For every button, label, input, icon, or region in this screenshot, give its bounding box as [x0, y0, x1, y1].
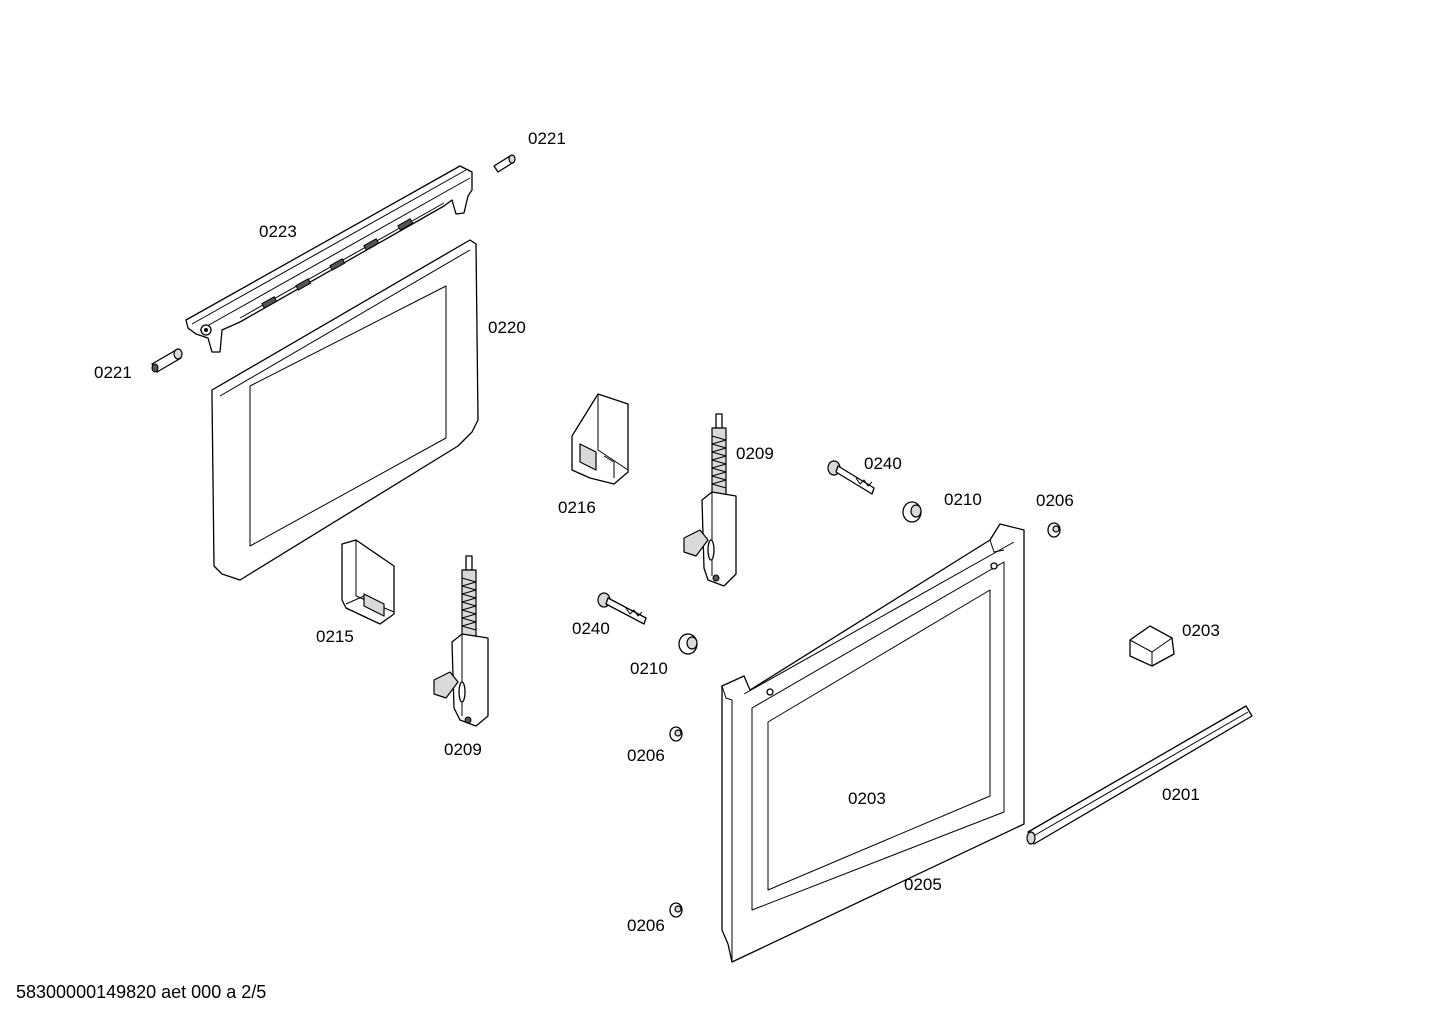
label-0223: 0223 — [259, 222, 297, 241]
part-0209-hinge-upper — [683, 413, 737, 587]
part-0210-bushing-lower — [678, 633, 698, 655]
label-0203-center: 0203 — [848, 789, 886, 808]
part-0221-pin-left — [151, 348, 183, 373]
part-0206-pad-bottom — [669, 902, 683, 918]
part-0216-bracket — [571, 393, 629, 485]
part-0223-top-rail — [185, 165, 473, 353]
label-0206-mid: 0206 — [627, 746, 665, 765]
label-0240-lower: 0240 — [572, 619, 610, 638]
label-0240-upper: 0240 — [864, 454, 902, 473]
label-0215: 0215 — [316, 627, 354, 646]
part-0220-glass-pane — [211, 239, 479, 581]
part-0221-pin-top — [493, 154, 516, 173]
part-0203-clip-right — [1129, 625, 1175, 667]
part-0201-handle-bar — [1026, 705, 1253, 845]
part-0210-bushing-upper — [902, 501, 922, 523]
label-0203-right: 0203 — [1182, 621, 1220, 640]
drawing-reference-footer: 58300000149820 aet 000 a 2/5 — [16, 982, 267, 1002]
part-0240-screw-lower — [597, 592, 647, 625]
label-0220: 0220 — [488, 318, 526, 337]
part-0215-bracket — [341, 539, 395, 625]
label-0205: 0205 — [904, 875, 942, 894]
label-0201: 0201 — [1162, 785, 1200, 804]
label-0221-left: 0221 — [94, 363, 132, 382]
label-0221-top: 0221 — [528, 129, 566, 148]
part-0209-hinge-lower — [433, 555, 489, 727]
label-0206-upper: 0206 — [1036, 491, 1074, 510]
part-0205-door-frame — [721, 523, 1025, 963]
label-0210-lower: 0210 — [630, 659, 668, 678]
part-0240-screw-upper — [827, 460, 875, 495]
label-0210-upper: 0210 — [944, 490, 982, 509]
label-0209-upper: 0209 — [736, 444, 774, 463]
label-0206-bottom: 0206 — [627, 916, 665, 935]
part-0206-pad-mid — [669, 726, 683, 742]
label-0209-lower: 0209 — [444, 740, 482, 759]
part-0206-pad-upper — [1047, 522, 1061, 538]
label-0216: 0216 — [558, 498, 596, 517]
